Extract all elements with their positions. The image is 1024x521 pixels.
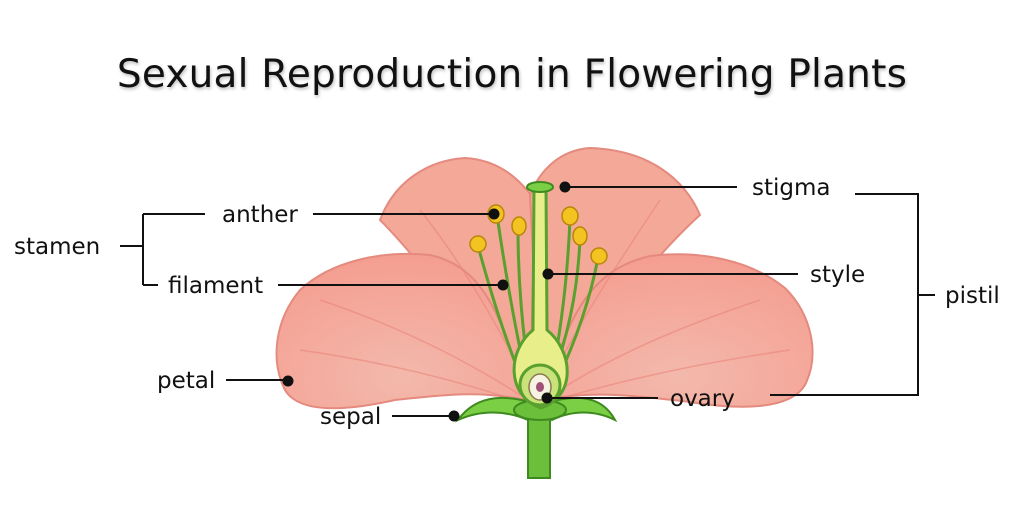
- label-style: style: [810, 262, 865, 288]
- anther-shape: [511, 216, 527, 236]
- label-stigma: stigma: [752, 175, 831, 201]
- labels: stamen anther filament petal sepal stigm…: [14, 175, 1000, 430]
- stamen-bracket: [120, 213, 205, 286]
- leader-lines: [120, 181, 935, 422]
- stigma-shape: [526, 181, 554, 193]
- label-petal: petal: [157, 368, 215, 394]
- petals: [275, 146, 814, 410]
- label-ovary: ovary: [670, 386, 735, 412]
- diagram-title: Sexual Reproduction in Flowering Plants: [116, 52, 908, 97]
- anthers: [469, 204, 608, 265]
- label-pistil: pistil: [945, 283, 1000, 309]
- label-anther: anther: [222, 202, 298, 228]
- anther-shape: [572, 226, 588, 246]
- anther-shape: [561, 206, 579, 226]
- anther-shape: [590, 247, 608, 265]
- label-stamen: stamen: [14, 234, 100, 260]
- style-shape: [512, 186, 569, 410]
- label-sepal: sepal: [320, 404, 381, 430]
- pistil-bracket: [770, 193, 935, 396]
- label-filament: filament: [168, 273, 263, 299]
- stem-and-sepals: [455, 396, 618, 479]
- stem: [527, 414, 551, 479]
- anther-shape: [469, 235, 487, 253]
